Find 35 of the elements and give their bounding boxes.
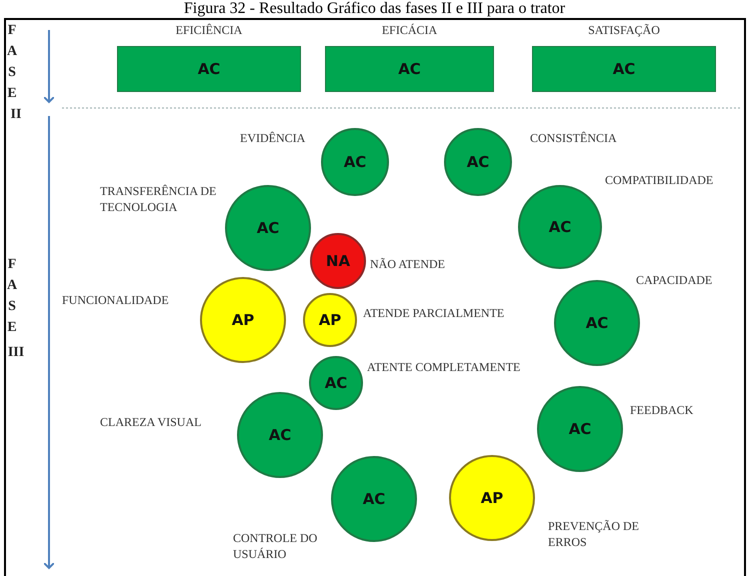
criterion-label: COMPATIBILIDADE bbox=[605, 172, 714, 188]
criterion-label: CONTROLE DO USUÁRIO bbox=[233, 530, 318, 562]
criterion-label: EVIDÊNCIA bbox=[240, 130, 306, 146]
status-circle: AC bbox=[537, 386, 623, 472]
figure-title: Figura 32 - Resultado Gráfico das fases II e III para o trator bbox=[182, 0, 566, 18]
phase-label: II bbox=[10, 106, 22, 124]
criterion-label: FUNCIONALIDADE bbox=[62, 292, 170, 308]
criterion-label: FEEDBACK bbox=[630, 402, 694, 418]
status-circle: AP bbox=[303, 293, 357, 347]
phase-label: FASE bbox=[6, 256, 18, 337]
status-circle: AP bbox=[200, 277, 286, 363]
phase-label: III bbox=[6, 344, 26, 362]
status-circle: AC bbox=[237, 392, 323, 478]
criterion-label: ATENDE PARCIALMENTE bbox=[363, 305, 506, 321]
criterion-label: PREVENÇÃO DE ERROS bbox=[548, 518, 640, 550]
criterion-label: EFICIÊNCIA bbox=[176, 22, 242, 38]
status-circle: AC bbox=[225, 185, 311, 271]
status-bar: AC bbox=[117, 46, 301, 92]
criterion-label: NÃO ATENDE bbox=[370, 256, 446, 272]
status-circle: NA bbox=[310, 233, 366, 289]
criterion-label: EFICÁCIA bbox=[382, 22, 438, 38]
status-bar: AC bbox=[532, 46, 716, 92]
status-circle: AC bbox=[309, 356, 363, 410]
criterion-label: CONSISTÊNCIA bbox=[530, 130, 618, 146]
criterion-label: ATENTE COMPLETAMENTE bbox=[367, 359, 522, 375]
phase-label: FASE bbox=[6, 22, 18, 103]
criterion-label: SATISFAÇÃO bbox=[588, 22, 660, 38]
status-bar: AC bbox=[325, 46, 494, 92]
status-circle: AC bbox=[321, 128, 389, 196]
status-circle: AC bbox=[518, 185, 602, 269]
criterion-label: CLAREZA VISUAL bbox=[100, 414, 202, 430]
status-circle: AC bbox=[444, 128, 512, 196]
criterion-label: TRANSFERÊNCIA DE TECNOLOGIA bbox=[100, 183, 218, 215]
status-circle: AP bbox=[449, 455, 535, 541]
status-circle: AC bbox=[331, 456, 417, 542]
